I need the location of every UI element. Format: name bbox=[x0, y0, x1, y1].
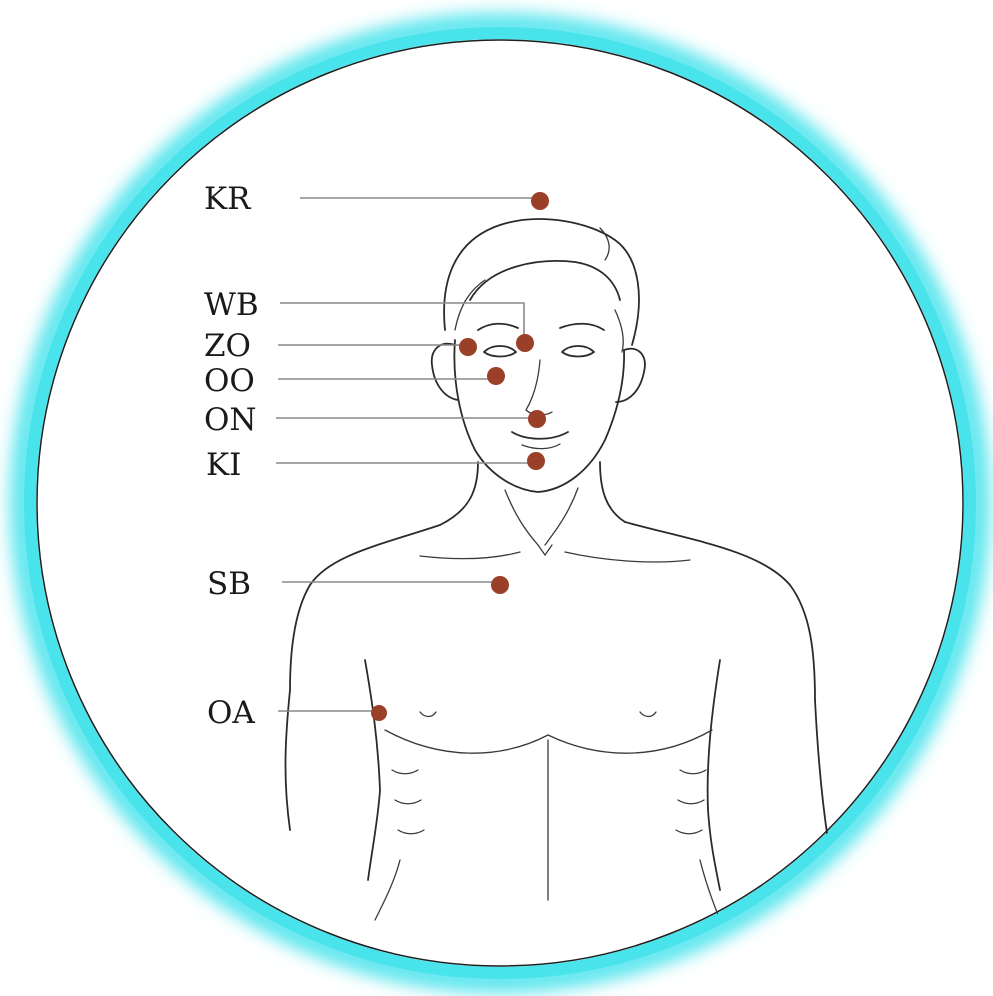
pressure-point-zo bbox=[459, 338, 477, 356]
label-oo: OO bbox=[204, 363, 255, 399]
pressure-point-on bbox=[528, 410, 546, 428]
frame-inner bbox=[37, 40, 963, 966]
pressure-point-oo bbox=[487, 367, 505, 385]
pressure-point-ki bbox=[527, 452, 545, 470]
label-oa: OA bbox=[207, 695, 255, 731]
label-wb: WB bbox=[204, 287, 259, 323]
pressure-point-kr bbox=[531, 192, 549, 210]
pressure-point-oa bbox=[371, 705, 387, 721]
label-on: ON bbox=[204, 402, 257, 438]
label-kr: KR bbox=[204, 181, 252, 217]
pressure-point-wb bbox=[516, 334, 534, 352]
label-zo: ZO bbox=[204, 328, 251, 364]
label-sb: SB bbox=[207, 566, 251, 602]
label-ki: KI bbox=[206, 447, 241, 483]
pressure-point-sb bbox=[491, 576, 509, 594]
